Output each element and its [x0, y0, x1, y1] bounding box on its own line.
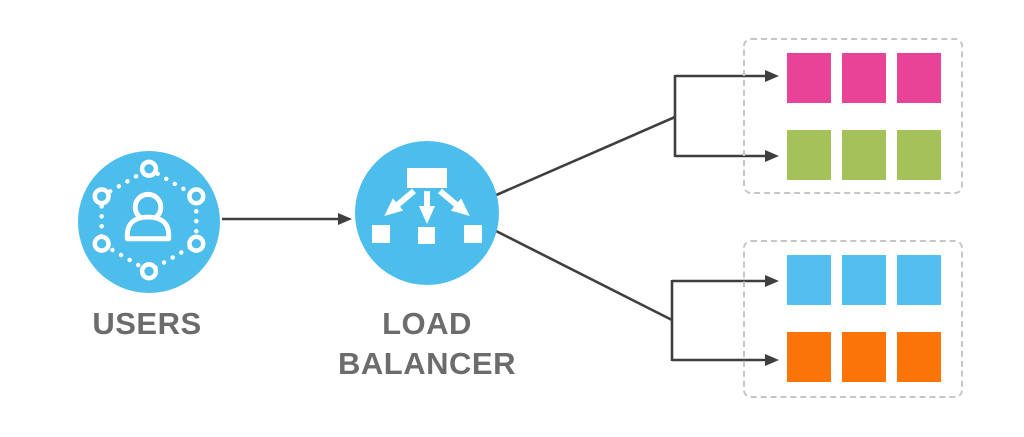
load-balancer-label-line2: BALANCER — [338, 346, 516, 381]
blue-server-square — [787, 255, 831, 305]
orange-server-square — [897, 332, 941, 382]
load-balancer-label: LOAD BALANCER — [277, 304, 577, 384]
blue-server-square — [842, 255, 886, 305]
load-balancer-node — [355, 141, 499, 285]
pink-server-square — [897, 53, 941, 103]
pink-server-square — [842, 53, 886, 103]
green-server-square — [842, 130, 886, 180]
orange-server-square — [787, 332, 831, 382]
server-group-bottom — [743, 240, 963, 398]
orange-servers-row — [787, 332, 961, 382]
users-network-icon — [92, 159, 206, 281]
green-server-square — [787, 130, 831, 180]
server-group-top — [743, 38, 963, 194]
pink-server-square — [787, 53, 831, 103]
blue-servers-row — [787, 255, 961, 305]
green-servers-row — [787, 130, 961, 180]
users-label: USERS — [92, 306, 202, 341]
load-balancer-label-line1: LOAD — [382, 306, 472, 341]
users-node — [78, 151, 220, 293]
blue-server-square — [897, 255, 941, 305]
green-server-square — [897, 130, 941, 180]
line-lb-to-top-fork — [493, 115, 676, 198]
pink-servers-row — [787, 53, 961, 103]
orange-server-square — [842, 332, 886, 382]
load-balancer-icon — [372, 168, 482, 244]
